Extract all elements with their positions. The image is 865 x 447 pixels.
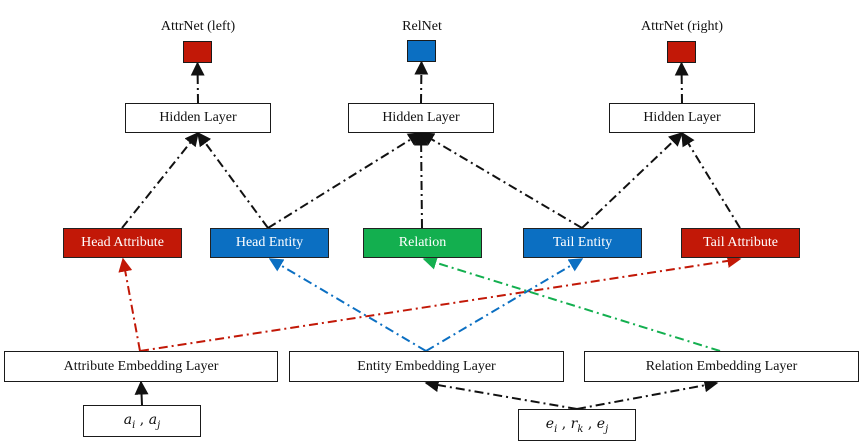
formula-separator: , xyxy=(557,415,571,432)
formula-variable: ej xyxy=(596,415,609,435)
head-attribute-node: Head Attribute xyxy=(63,228,182,258)
formula-separator: , xyxy=(583,415,597,432)
edge-tail-entity-to-hidden-right xyxy=(581,132,684,229)
hidden-layer-left: Hidden Layer xyxy=(125,103,271,133)
attribute-embedding-layer: Attribute Embedding Layer xyxy=(4,351,278,382)
edge-input-attributes-to-attr-embedding xyxy=(134,380,149,406)
formula-variable: ai xyxy=(123,411,136,431)
edge-tail-entity-to-hidden-mid xyxy=(419,132,583,229)
edge-relation-to-hidden-mid xyxy=(414,131,429,229)
edge-head-entity-to-hidden-left xyxy=(197,131,269,229)
relation-node: Relation xyxy=(363,228,482,258)
edge-entity-embedding-to-head-entity xyxy=(268,258,427,352)
edge-entity-embedding-to-tail-entity xyxy=(425,258,584,352)
attribute-input-formula: ai , aj xyxy=(124,412,160,431)
edge-tail-attribute-to-hidden-right xyxy=(681,131,741,229)
edge-attr-embedding-to-tail-attribute xyxy=(139,253,742,352)
edge-input-triple-to-relation-embedding xyxy=(576,378,719,410)
edge-hidden-left-to-attrnet-left xyxy=(190,61,205,104)
edge-head-entity-to-hidden-mid xyxy=(267,132,423,229)
attrnet-right-label: AttrNet (right) xyxy=(640,19,724,34)
attrnet-left-label: AttrNet (left) xyxy=(160,19,236,34)
formula-separator: , xyxy=(135,411,149,428)
edge-hidden-mid-to-relnet xyxy=(414,60,429,104)
edge-attr-embedding-to-head-attribute xyxy=(118,257,141,352)
edge-hidden-right-to-attrnet-right xyxy=(674,61,689,104)
head-entity-node: Head Entity xyxy=(210,228,329,258)
formula-variable: rk xyxy=(570,415,584,435)
hidden-layer-right: Hidden Layer xyxy=(609,103,755,133)
attrnet-right-output xyxy=(667,41,696,63)
attribute-input-node: ai , aj xyxy=(83,405,201,437)
edge-input-triple-to-entity-embedding xyxy=(424,378,578,410)
formula-variable: ei xyxy=(545,415,558,435)
tail-entity-node: Tail Entity xyxy=(523,228,642,258)
hidden-layer-middle: Hidden Layer xyxy=(348,103,494,133)
attrnet-left-output xyxy=(183,41,212,63)
tail-attribute-node: Tail Attribute xyxy=(681,228,800,258)
entity-embedding-layer: Entity Embedding Layer xyxy=(289,351,564,382)
triple-input-formula: ei , rk , ej xyxy=(546,416,608,435)
edge-relation-embedding-to-relation xyxy=(422,256,721,352)
edge-head-attribute-to-hidden-left xyxy=(121,131,199,229)
formula-variable: aj xyxy=(148,411,161,431)
relation-embedding-layer: Relation Embedding Layer xyxy=(584,351,859,382)
triple-input-node: ei , rk , ej xyxy=(518,409,636,441)
relnet-output xyxy=(407,40,436,62)
relnet-label: RelNet xyxy=(402,19,442,34)
